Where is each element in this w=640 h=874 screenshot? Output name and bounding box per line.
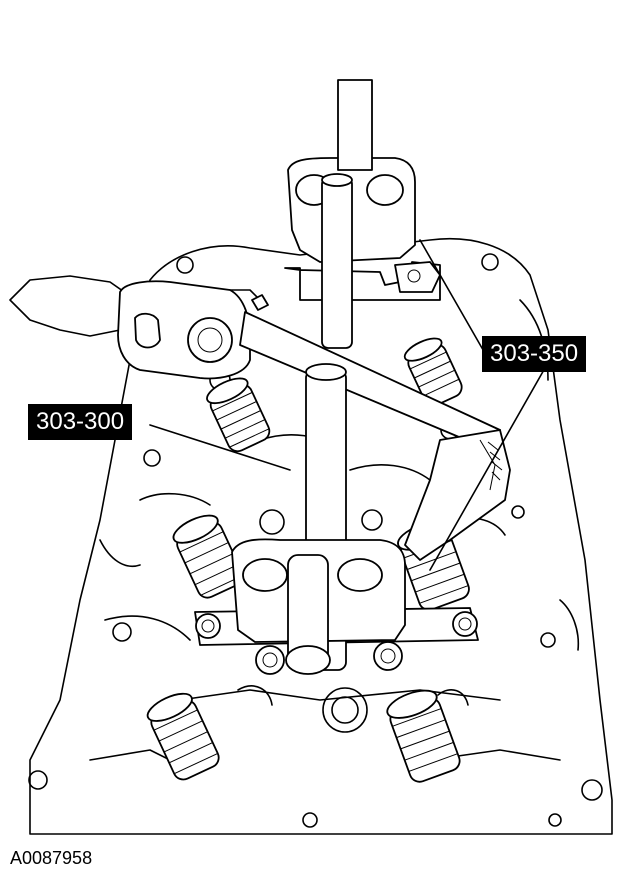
callout-tool-303-300: 303-300 — [28, 404, 133, 440]
flange-bolt-left — [255, 645, 285, 675]
head-bolt-holes — [28, 253, 603, 828]
holding-tool — [9, 275, 511, 561]
figure-reference-id: A0087958 — [10, 848, 93, 868]
flange-bolt-right — [373, 641, 403, 671]
callout-tool-303-350: 303-350 — [482, 336, 587, 372]
casting-details — [89, 369, 561, 771]
lower-flange-plate — [231, 538, 406, 675]
leader-lines — [149, 239, 546, 571]
